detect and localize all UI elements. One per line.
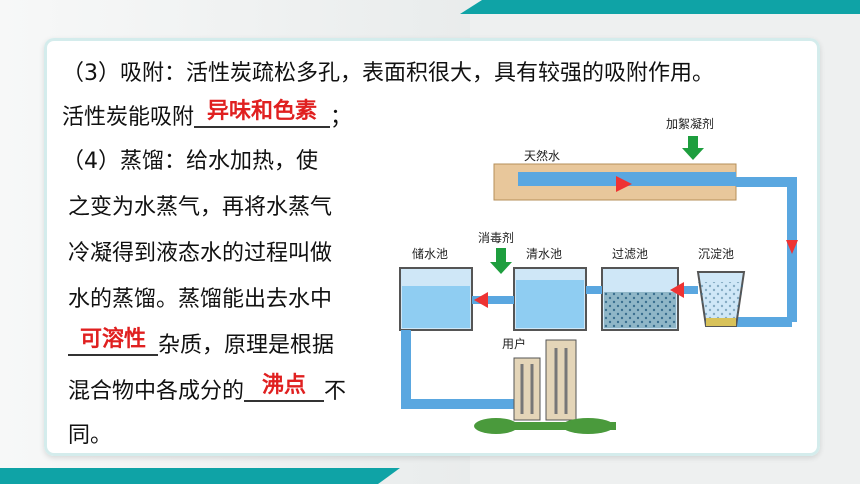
answer-blank-1: 异味和色素 — [194, 98, 331, 128]
text-suffix: ； — [330, 105, 353, 130]
text-line-charcoal: 活性炭能吸附异味和色素 ； — [62, 98, 352, 138]
label-settling: 沉淀池 — [698, 247, 734, 261]
text-line-distill-5: 可溶性杂质，原理是根据 — [68, 326, 334, 366]
text-line-distill-3: 冷凝得到液态水的过程叫做 — [68, 241, 333, 266]
answer-blank-2: 可溶性 — [68, 326, 158, 356]
flow-arrow-down — [786, 240, 798, 254]
answer-2: 可溶性 — [79, 327, 146, 352]
text-prefix: 混合物中各成分的 — [68, 379, 245, 404]
top-accent-bar — [460, 0, 860, 14]
text-suffix: 杂质，原理是根据 — [158, 333, 335, 358]
answer-3: 沸点 — [262, 373, 307, 398]
label-natural-water: 天然水 — [524, 148, 560, 163]
river-water — [518, 172, 736, 186]
text-line-distill-2: 之变为水蒸气，再将水蒸气 — [68, 195, 333, 220]
text-line-distill-7: 同。 — [68, 423, 113, 448]
disinfectant-arrow — [490, 248, 512, 274]
flow-arrow-river — [616, 176, 632, 192]
coagulant-arrow — [682, 136, 704, 160]
flow-arrow-filter — [670, 282, 684, 298]
label-filter: 过滤池 — [612, 247, 648, 261]
water-treatment-diagram: 天然水 加絮凝剂 沉淀池 过滤池 清水池 消毒剂 储水池 — [376, 112, 810, 440]
text-line-distill-4: 水的蒸馏。蒸馏能出去水中 — [68, 287, 333, 312]
answer-1: 异味和色素 — [207, 99, 318, 124]
text-line-distill-1: （4）蒸馏：给水加热，使 — [62, 149, 318, 174]
label-clean-water: 清水池 — [526, 247, 562, 261]
answer-blank-3: 沸点 — [244, 372, 325, 402]
bottom-accent-bar — [0, 468, 400, 484]
text-line-adsorption: （3）吸附：活性炭疏松多孔，表面积很大，具有较强的吸附作用。 — [62, 61, 714, 86]
text-prefix: 活性炭能吸附 — [62, 105, 195, 130]
label-coagulant: 加絮凝剂 — [666, 116, 714, 131]
label-users: 用户 — [502, 336, 526, 351]
text-line-distill-6: 混合物中各成分的沸点不 — [68, 372, 346, 412]
water-treatment-svg: 天然水 加絮凝剂 沉淀池 过滤池 清水池 消毒剂 储水池 — [399, 116, 798, 434]
text-suffix: 不 — [324, 379, 347, 404]
building-1 — [513, 357, 541, 421]
label-storage: 储水池 — [412, 246, 448, 261]
flow-arrow-storage — [474, 292, 488, 308]
building-2 — [545, 339, 577, 421]
label-disinfectant: 消毒剂 — [478, 230, 514, 245]
pipe-to-settling — [736, 177, 797, 322]
